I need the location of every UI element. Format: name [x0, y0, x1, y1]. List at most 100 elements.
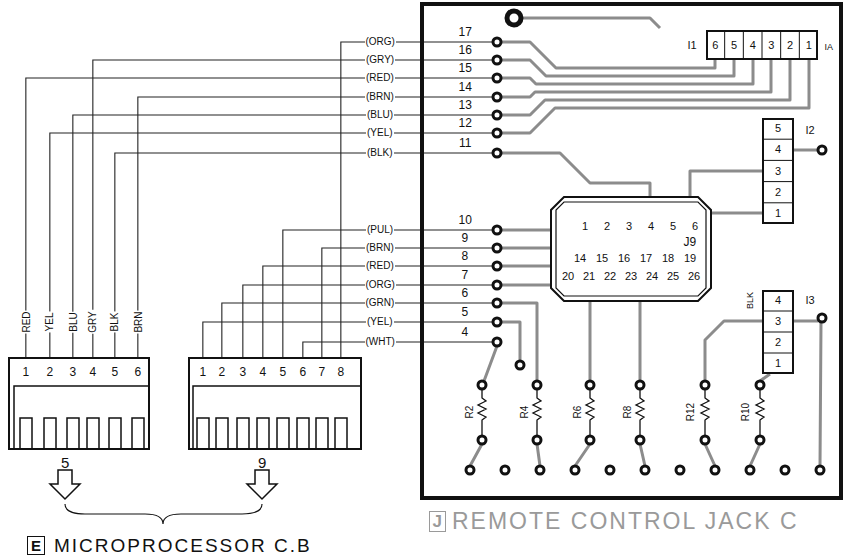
wire-color-label: BLK: [746, 290, 755, 309]
wire-color-label: (RED): [365, 261, 395, 271]
pin-number: 4: [750, 40, 756, 51]
pin-number: 6: [300, 366, 307, 378]
pin-number: 2: [47, 366, 54, 378]
pin-number: 16: [618, 253, 630, 264]
wire-color-label: (YEL): [366, 128, 394, 138]
pin-number: 8: [338, 366, 345, 378]
terminal-number: 7: [461, 269, 470, 281]
wire-color-label: (PUL): [366, 225, 394, 235]
socket-outline: [551, 197, 711, 301]
wire-color-label: (BRN): [365, 92, 395, 102]
board-caption: REMOTE CONTROL JACK C: [452, 510, 799, 533]
large-pad: [507, 11, 521, 25]
resistor-label: R10: [741, 402, 751, 422]
pin-number: 1: [200, 366, 207, 378]
pin-number: 22: [604, 271, 616, 282]
pin-number: 5: [280, 366, 287, 378]
board-caption: MICROPROCESSOR C.B: [54, 536, 312, 555]
pin-number: 2: [787, 40, 793, 51]
wire-color-label: RED: [21, 310, 31, 333]
wire-color-label: GRY: [88, 310, 98, 334]
pin-number: 5: [731, 40, 737, 51]
connector-label: J9: [684, 236, 697, 248]
resistor-label: R12: [686, 402, 696, 422]
pin-number: 2: [604, 221, 610, 232]
resistor-label: R4: [520, 405, 530, 420]
pin-number: 2: [775, 187, 781, 198]
pin-number: 6: [712, 40, 718, 51]
pin-divider: [762, 311, 794, 353]
connector-plug: 12345678: [188, 357, 362, 450]
connector-comb: [193, 386, 362, 450]
connector-plug: 123456: [8, 357, 150, 450]
pin-number: 24: [646, 271, 658, 282]
wire: [303, 342, 420, 357]
pin-number: 5: [112, 366, 119, 378]
connector-label: I3: [806, 295, 815, 306]
pin-number: 3: [240, 366, 247, 378]
solder-pad: [466, 38, 826, 474]
connector-comb: [14, 386, 150, 450]
pin-divider: [725, 30, 800, 60]
terminal-number: 10: [458, 214, 473, 226]
pin-number: 2: [219, 366, 226, 378]
pin-header: I34321: [762, 290, 794, 374]
pin-number: 2: [775, 337, 781, 348]
pin-number: 25: [667, 271, 679, 282]
wire: [138, 97, 420, 357]
pin-number: 19: [684, 253, 696, 264]
wire: [263, 266, 420, 357]
pin-number: 3: [768, 40, 774, 51]
pin-number: 4: [90, 366, 97, 378]
wire-color-label: (BLU): [366, 110, 394, 120]
pin-number: 4: [260, 366, 267, 378]
wire-color-label: (GRN): [365, 298, 396, 308]
pin-number: 5: [775, 123, 781, 134]
terminal-number: 8: [461, 250, 470, 262]
connector-label: I1: [688, 40, 697, 51]
terminal-number: 11: [458, 137, 472, 149]
section-letter: E: [27, 536, 45, 555]
terminal-number: 5: [461, 306, 470, 318]
resistor-label: R8: [623, 405, 633, 420]
wire-color-label: BRN: [133, 310, 143, 333]
wire: [243, 285, 420, 357]
pin-number: 3: [626, 221, 632, 232]
terminal-number: 15: [458, 62, 473, 74]
pin-number: 6: [692, 221, 698, 232]
pin-number: 1: [775, 358, 781, 369]
pin-divider: [762, 139, 794, 203]
pin-number: 26: [688, 271, 700, 282]
wire-color-label: (BLK): [366, 148, 394, 158]
terminal-number: 14: [458, 81, 473, 93]
pcb-trace: [470, 18, 821, 466]
wire: [341, 42, 420, 357]
pin-number: 4: [648, 221, 654, 232]
pin-number: 1: [775, 208, 781, 219]
pin-number: 3: [775, 166, 781, 177]
wire-color-label: (ORG): [365, 37, 396, 47]
pin-number: 23: [625, 271, 637, 282]
connector-label: I2: [806, 125, 815, 136]
pin-number: 18: [662, 253, 674, 264]
board-mark: IA: [825, 43, 834, 52]
wire: [203, 322, 420, 357]
pin-number: 15: [596, 253, 608, 264]
wire: [222, 303, 420, 357]
resistor-label: R6: [573, 405, 583, 420]
connector-number: 5: [61, 455, 69, 470]
wire-color-label: BLU: [68, 311, 78, 332]
terminal-number: 9: [461, 232, 470, 244]
wire: [50, 133, 420, 357]
terminal-number: 17: [458, 26, 473, 38]
wire: [73, 115, 420, 357]
down-arrow: [50, 470, 277, 499]
wire-color-label: (RED): [365, 73, 395, 83]
wire-color-label: (GRY): [365, 55, 395, 65]
section-letter: J: [429, 511, 446, 532]
wire: [26, 78, 420, 357]
circuit-board: 1716151413121110987654I1654321I254321123…: [420, 2, 843, 500]
